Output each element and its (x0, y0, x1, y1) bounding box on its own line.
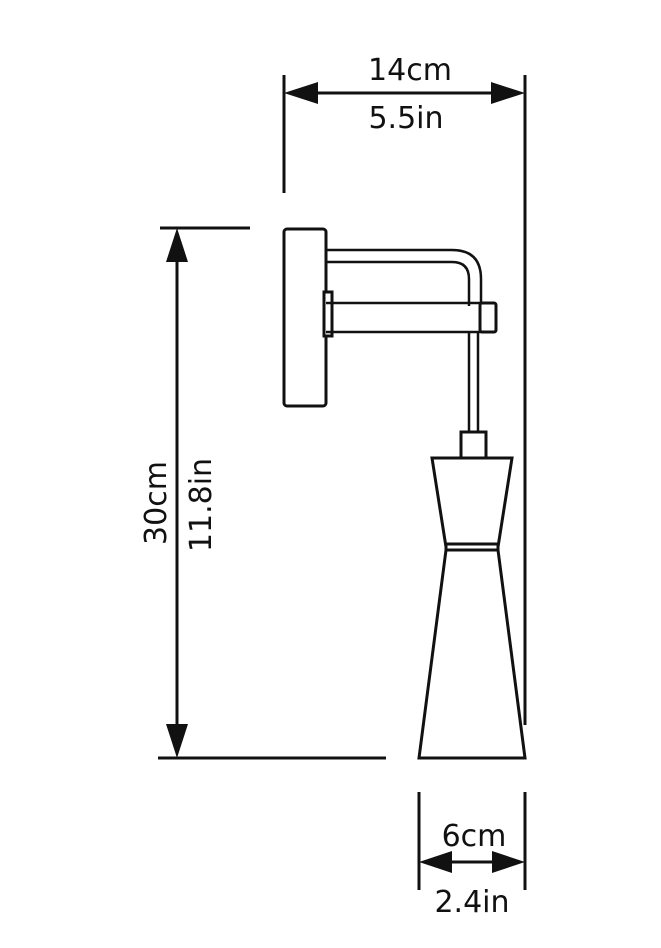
shade-lower (417, 548, 527, 760)
height-arrow-top (166, 228, 188, 262)
shade-arrow-left (419, 851, 452, 873)
wall-plate (282, 227, 328, 408)
height-arrow-bottom (166, 724, 188, 758)
width-imperial-label: 5.5in (368, 101, 443, 136)
wall-lamp (282, 227, 527, 760)
shade-width-dimension: 6cm 2.4in (417, 792, 527, 920)
arm-end-cap (478, 301, 498, 334)
width-metric-label: 14cm (368, 53, 452, 88)
socket (459, 430, 488, 460)
shade-metric-label: 6cm (442, 819, 507, 854)
shade-imperial-label: 2.4in (434, 885, 509, 920)
shade-arrow-right (492, 851, 525, 873)
width-dimension: 14cm 5.5in (282, 53, 527, 725)
shade-upper (430, 456, 514, 549)
height-imperial-label: 11.8in (184, 458, 219, 552)
arm-upper-outer (326, 248, 483, 306)
width-arrow-left (284, 82, 318, 104)
width-arrow-right (491, 82, 525, 104)
height-dimension: 30cm 11.8in (139, 226, 386, 760)
height-metric-label: 30cm (139, 461, 174, 545)
arm-upper-inner (326, 260, 471, 306)
mount-block (322, 290, 334, 338)
